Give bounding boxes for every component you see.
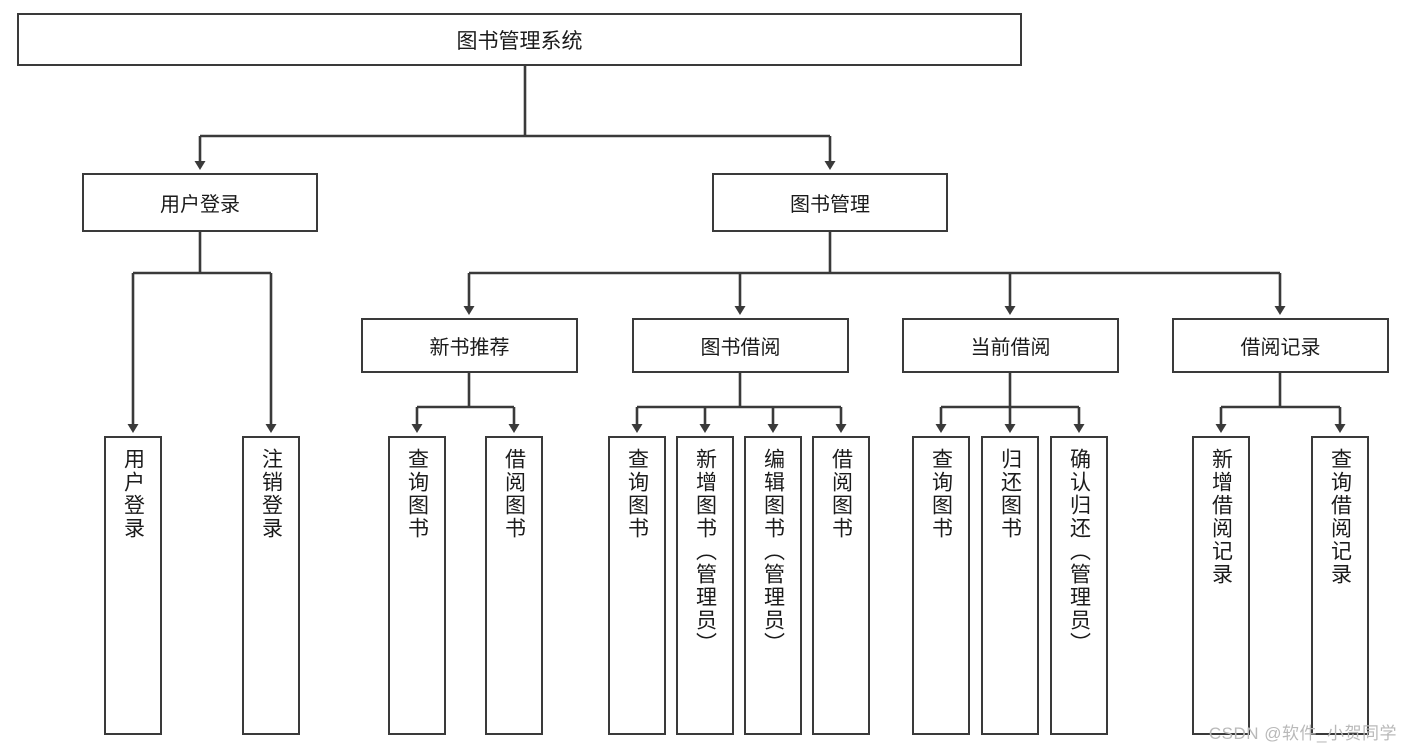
leaf-user-logout[interactable]: 注销登录 — [242, 436, 300, 735]
watermark: CSDN @软件_小贺同学 — [1208, 724, 1397, 743]
node-book-management[interactable]: 图书管理 — [712, 173, 948, 232]
node-label: 归还图书 — [998, 448, 1022, 540]
node-label: 编辑图书（管理员） — [761, 448, 785, 655]
node-label: 查询图书 — [929, 448, 953, 540]
leaf-borrow-query-book[interactable]: 查询图书 — [608, 436, 666, 735]
node-label: 借阅记录 — [1240, 337, 1321, 359]
node-user-login[interactable]: 用户登录 — [82, 173, 318, 232]
node-label: 借阅图书 — [829, 448, 853, 540]
node-label: 图书管理 — [790, 194, 870, 216]
node-label: 用户登录 — [160, 194, 240, 216]
node-label: 当前借阅 — [970, 337, 1051, 359]
leaf-borrow-add-book-admin[interactable]: 新增图书（管理员） — [676, 436, 734, 735]
leaf-borrow-borrow-book[interactable]: 借阅图书 — [812, 436, 870, 735]
node-borrow-record[interactable]: 借阅记录 — [1172, 318, 1389, 373]
leaf-current-query-book[interactable]: 查询图书 — [912, 436, 970, 735]
leaf-recommend-borrow-book[interactable]: 借阅图书 — [485, 436, 543, 735]
leaf-current-confirm-return-admin[interactable]: 确认归还（管理员） — [1050, 436, 1108, 735]
leaf-current-return-book[interactable]: 归还图书 — [981, 436, 1039, 735]
node-current-borrow[interactable]: 当前借阅 — [902, 318, 1119, 373]
node-label: 注销登录 — [259, 448, 283, 540]
leaf-record-query-borrow-record[interactable]: 查询借阅记录 — [1311, 436, 1369, 735]
node-label: 新增借阅记录 — [1209, 448, 1233, 586]
node-label: 确认归还（管理员） — [1067, 448, 1091, 655]
leaf-borrow-edit-book-admin[interactable]: 编辑图书（管理员） — [744, 436, 802, 735]
node-label: 查询图书 — [625, 448, 649, 540]
node-label: 图书借阅 — [700, 337, 781, 359]
node-root-book-management-system[interactable]: 图书管理系统 — [17, 13, 1022, 66]
node-label: 查询图书 — [405, 448, 429, 540]
node-label: 新增图书（管理员） — [693, 448, 717, 655]
node-label: 借阅图书 — [502, 448, 526, 540]
node-new-book-recommend[interactable]: 新书推荐 — [361, 318, 578, 373]
leaf-user-login[interactable]: 用户登录 — [104, 436, 162, 735]
node-book-borrow[interactable]: 图书借阅 — [632, 318, 849, 373]
node-label: 图书管理系统 — [456, 29, 583, 53]
node-label: 用户登录 — [121, 448, 145, 540]
node-label: 新书推荐 — [429, 337, 510, 359]
node-label: 查询借阅记录 — [1328, 448, 1352, 586]
leaf-recommend-query-book[interactable]: 查询图书 — [388, 436, 446, 735]
leaf-record-add-borrow-record[interactable]: 新增借阅记录 — [1192, 436, 1250, 735]
